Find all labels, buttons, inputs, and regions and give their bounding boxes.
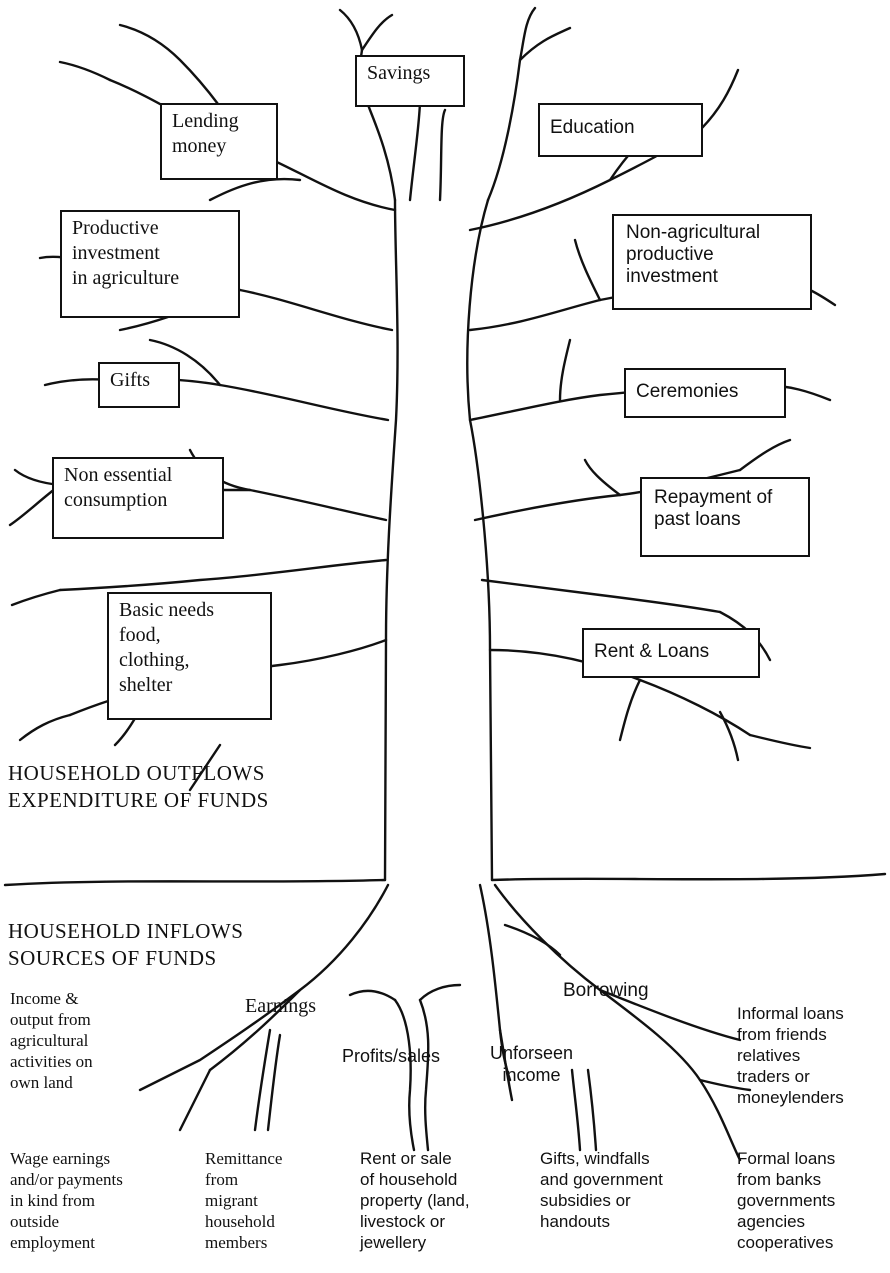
box-rent-loans: Rent & Loans xyxy=(582,628,760,678)
root-borrowing xyxy=(493,883,742,1162)
inflows-header: HOUSEHOLD INFLOWS SOURCES OF FUNDS xyxy=(8,919,244,970)
box-lending-money: Lending money xyxy=(160,103,278,180)
root-profits xyxy=(393,998,416,1152)
source-wage-earnings: Wage earnings and/or payments in kind fr… xyxy=(10,1149,123,1252)
outflows-header: HOUSEHOLD OUTFLOWS EXPENDITURE OF FUNDS xyxy=(8,761,269,812)
source-gifts-windfalls: Gifts, windfalls and government subsidie… xyxy=(540,1149,663,1231)
box-basic-needs: Basic needs food, clothing, shelter xyxy=(107,592,272,720)
source-formal-loans: Formal loans from banks governments agen… xyxy=(737,1149,836,1252)
source-remittance: Remittance from migrant household member… xyxy=(205,1149,283,1252)
source-rent-sale-property: Rent or sale of household property (land… xyxy=(360,1149,470,1252)
root-label-borrowing: Borrowing xyxy=(563,980,649,1001)
trunk-left xyxy=(383,198,399,882)
source-agricultural-income: Income & output from agricultural activi… xyxy=(10,989,93,1092)
box-education: Education xyxy=(538,103,703,157)
box-ceremonies: Ceremonies xyxy=(624,368,786,418)
box-savings: Savings xyxy=(355,55,465,107)
ground-line xyxy=(3,872,887,887)
root-label-earnings: Earnings xyxy=(245,995,317,1017)
box-gifts: Gifts xyxy=(98,362,180,408)
box-non-agricultural-investment: Non-agricultural productive investment xyxy=(612,214,812,310)
box-repayment-past-loans: Repayment of past loans xyxy=(640,477,810,557)
root-label-unforseen-income: Unforseen income xyxy=(490,1043,574,1085)
box-productive-investment-agriculture: Productive investment in agriculture xyxy=(60,210,240,318)
root-label-profits-sales: Profits/sales xyxy=(342,1046,441,1066)
root-earnings xyxy=(138,883,390,1092)
source-informal-loans: Informal loans from friends relatives tr… xyxy=(737,1004,844,1107)
box-non-essential-consumption: Non essential consumption xyxy=(52,457,224,539)
trunk-right xyxy=(466,198,494,882)
